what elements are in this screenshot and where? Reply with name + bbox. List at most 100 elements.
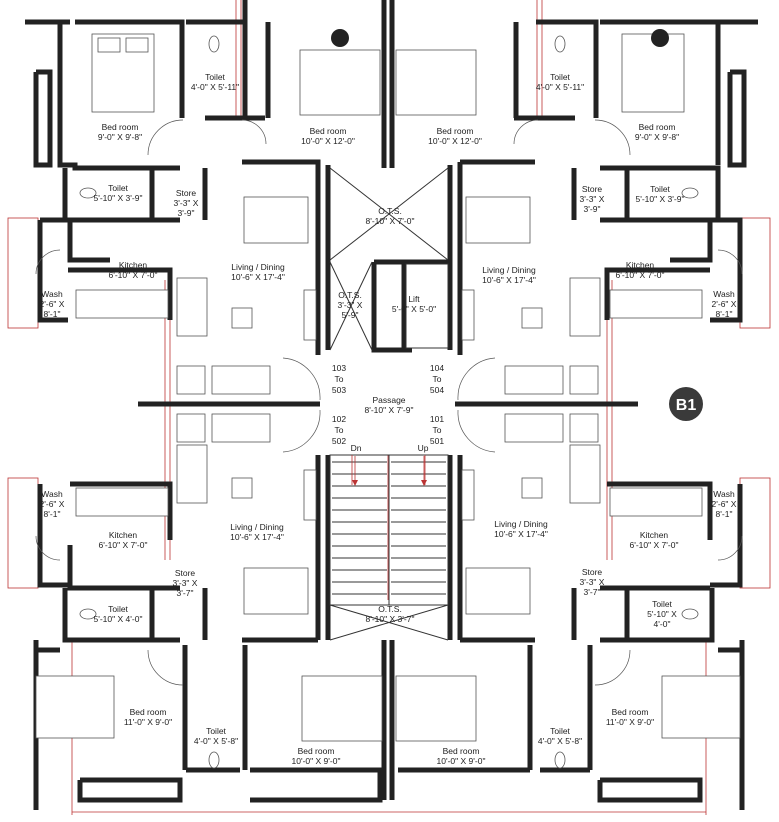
room-dim-label: 5'-0" X 5'-0": [392, 304, 436, 314]
room-dim-label: 10'-0" X 9'-0": [437, 756, 486, 766]
room-name-label: Wash: [41, 489, 63, 499]
room-name-label: Wash: [713, 489, 735, 499]
room-dim-label: 3'-3" X: [338, 300, 363, 310]
room-dim-label: 10'-6" X 17'-4": [482, 275, 536, 285]
room-dim-label: 6'-10" X 7'-0": [99, 540, 148, 550]
block-badge-label: B1: [676, 397, 697, 414]
room-name-label: Living / Dining: [231, 262, 285, 272]
flat-number-label: 501: [430, 436, 444, 446]
room-name-label: Kitchen: [109, 530, 138, 540]
flat-number-label: To: [433, 425, 442, 435]
flat-number-label: 504: [430, 385, 444, 395]
room-name-label: Wash: [41, 289, 63, 299]
room-dim2-label: 8'-1": [716, 509, 733, 519]
room-dim-label: 2'-6" X: [712, 499, 737, 509]
room-name-label: Toilet: [550, 726, 570, 736]
room-dim-label: 10'-6" X 17'-4": [231, 272, 285, 282]
room-dim2-label: 8'-1": [44, 509, 61, 519]
room-name-label: Kitchen: [640, 530, 669, 540]
room-dim-label: 4'-0" X 5'-11": [191, 82, 239, 92]
room-dim-label: 3'-3" X: [174, 198, 199, 208]
flat-number-label: To: [433, 374, 442, 384]
room-name-label: Bed room: [102, 122, 139, 132]
room-name-label: Store: [582, 567, 603, 577]
room-name-label: Toilet: [652, 599, 672, 609]
room-name-label: O.T.S.: [338, 290, 362, 300]
room-name-label: Bed room: [298, 746, 335, 756]
furniture: [35, 33, 741, 742]
room-name-label: Living / Dining: [494, 519, 548, 529]
wc-icon: [208, 35, 220, 53]
room-name-label: Wash: [713, 289, 735, 299]
stairs: [329, 454, 449, 606]
room-name-label: Store: [176, 188, 197, 198]
room-name-label: O.T.S.: [378, 604, 402, 614]
wc-icon: [208, 751, 220, 769]
room-dim2-label: 8'-1": [44, 309, 61, 319]
room-name-label: Toilet: [108, 183, 128, 193]
room-dim-label: 2'-6" X: [40, 299, 65, 309]
room-name-label: Toilet: [550, 72, 570, 82]
stair-down-label: Dn: [351, 443, 362, 453]
lamp-icon: [331, 29, 349, 47]
wc-icon: [554, 35, 566, 53]
room-dim-label: 10'-0" X 12'-0": [428, 136, 482, 146]
room-dim-label: 2'-6" X: [40, 499, 65, 509]
room-name-label: Bed room: [310, 126, 347, 136]
room-dim2-label: 3'-7": [177, 588, 194, 598]
room-name-label: Bed room: [443, 746, 480, 756]
room-dim-label: 8'-10" X 3'-7": [366, 614, 415, 624]
room-dim-label: 9'-0" X 9'-8": [98, 132, 142, 142]
room-name-label: Toilet: [205, 72, 225, 82]
stair-up-label: Up: [418, 443, 429, 453]
room-name-label: Kitchen: [626, 260, 655, 270]
room-name-label: Toilet: [206, 726, 226, 736]
flat-number-label: 503: [332, 385, 346, 395]
block-badge: [669, 387, 703, 421]
room-name-label: Bed room: [612, 707, 649, 717]
room-name-label: Store: [582, 184, 603, 194]
room-name-label: Toilet: [108, 604, 128, 614]
room-name-label: Kitchen: [119, 260, 148, 270]
room-dim-label: 9'-0" X 9'-8": [635, 132, 679, 142]
room-dim-label: 10'-0" X 9'-0": [292, 756, 341, 766]
room-name-label: Bed room: [437, 126, 474, 136]
flat-number-label: 104: [430, 363, 444, 373]
flat-number-label: 103: [332, 363, 346, 373]
room-name-label: Living / Dining: [482, 265, 536, 275]
wc-icon: [681, 608, 699, 620]
room-dim-label: 3'-3" X: [580, 577, 605, 587]
wc-icon: [79, 187, 97, 199]
room-dim-label: 5'-10" X 3'-9": [94, 193, 143, 203]
room-dim-label: 6'-10" X 7'-0": [616, 270, 665, 280]
room-dim-label: 5'-10" X: [647, 609, 677, 619]
room-dim-label: 3'-3" X: [173, 578, 198, 588]
room-name-label: Bed room: [639, 122, 676, 132]
room-name-label: Living / Dining: [230, 522, 284, 532]
stair-arrows: [352, 456, 427, 486]
room-dim2-label: 3'-9": [178, 208, 195, 218]
room-dim-label: 4'-0" X 5'-8": [538, 736, 582, 746]
flat-number-label: 101: [430, 414, 444, 424]
room-dim-label: 8'-10" X 7'-0": [366, 216, 415, 226]
lamp-icon: [651, 29, 669, 47]
room-dim-label: 5'-10" X 4'-0": [94, 614, 143, 624]
flat-number-label: To: [335, 374, 344, 384]
flat-number-label: To: [335, 425, 344, 435]
flat-number-label: 102: [332, 414, 346, 424]
wc-icon: [554, 751, 566, 769]
wc-icon: [79, 608, 97, 620]
room-dim2-label: 3'-7": [584, 587, 601, 597]
wc-icon: [681, 187, 699, 199]
room-dim-label: 11'-0" X 9'-0": [606, 717, 654, 727]
room-name-label: Bed room: [130, 707, 167, 717]
walls: [25, 0, 758, 810]
room-dim2-label: 8'-1": [716, 309, 733, 319]
room-dim2-label: 4'-0": [654, 619, 671, 629]
room-dim-label: 5'-10" X 3'-9": [636, 194, 685, 204]
room-dim-label: 8'-10" X 7'-9": [365, 405, 414, 415]
room-dim-label: 10'-6" X 17'-4": [230, 532, 284, 542]
